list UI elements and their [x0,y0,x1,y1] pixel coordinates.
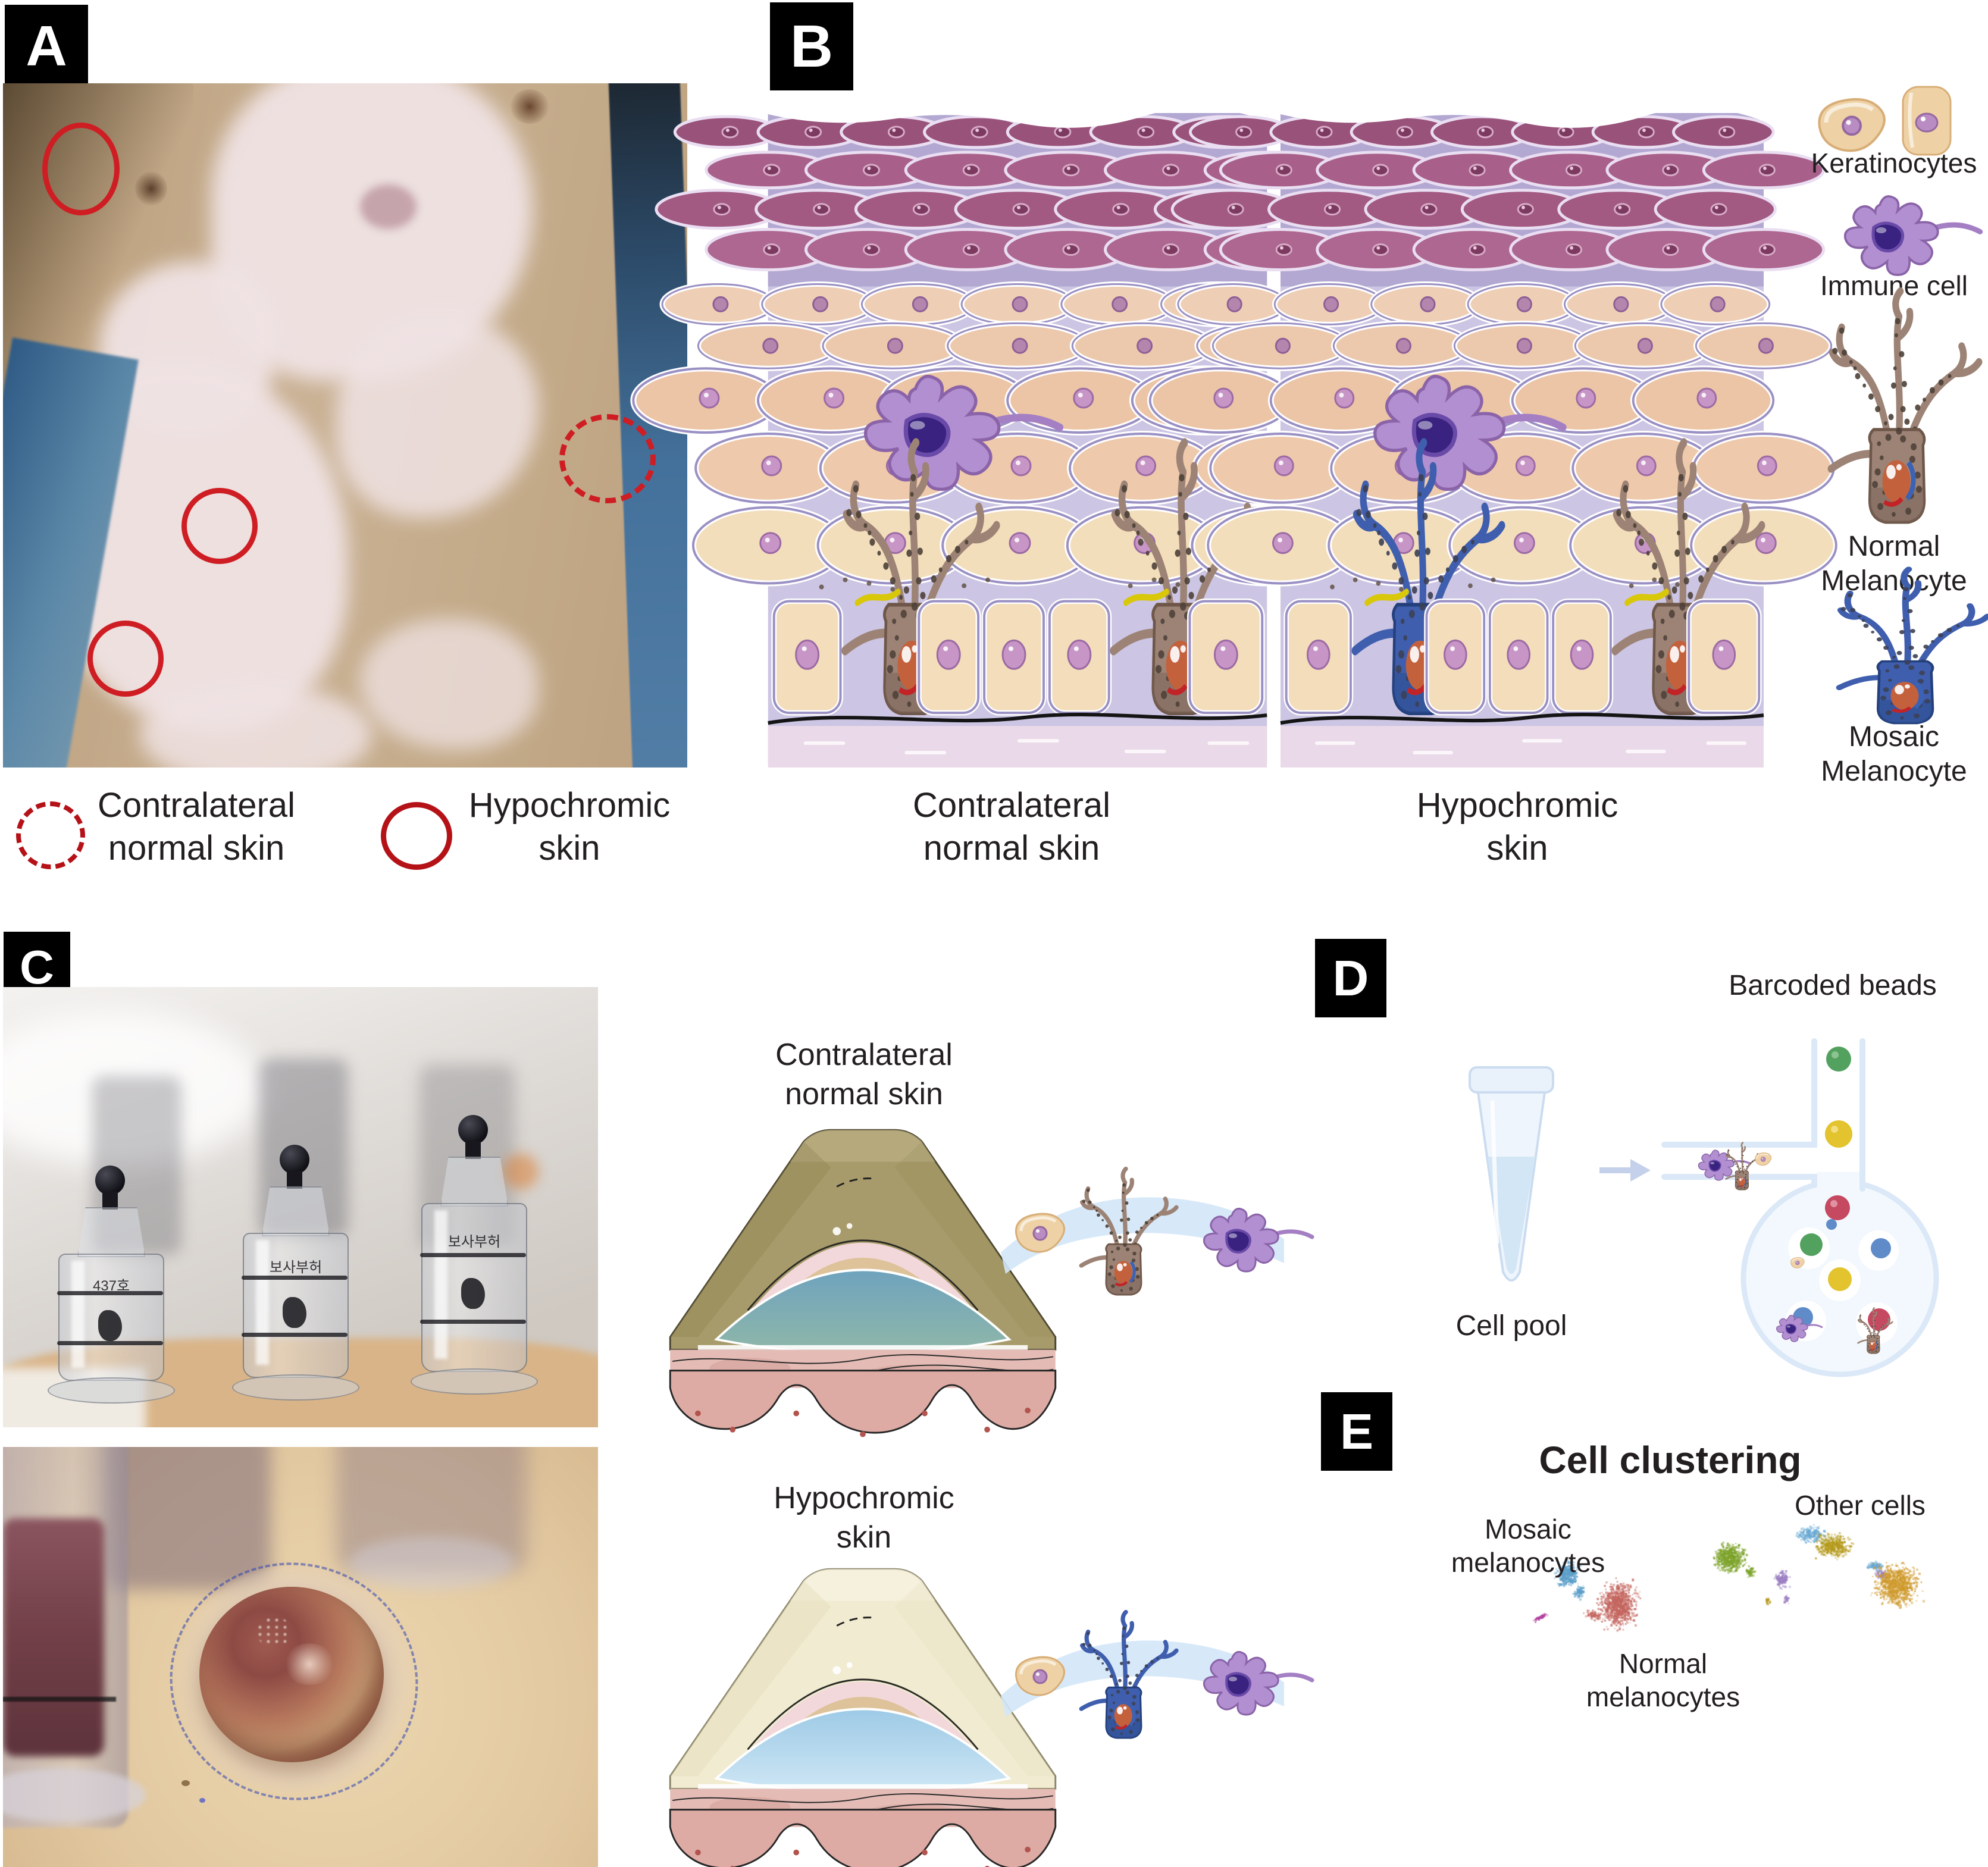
cup-knob-stem [102,1192,118,1210]
cup-band [57,1291,163,1295]
cup-logo [461,1278,485,1309]
cup-neck [77,1207,145,1257]
panel-a-label: A [5,5,88,88]
dashed-circle-icon [16,801,85,869]
cup-knob [95,1166,125,1195]
blurred-cup-rim [348,1536,515,1590]
cup-knob-stem [465,1141,481,1159]
depigmented-patch [336,315,539,518]
blister-diagram-normal [669,1129,1057,1437]
cell-clustering-title: Cell clustering [1539,1439,1802,1481]
hypochromic-circle-annotation [87,621,164,697]
released-cells-normal [1001,1166,1314,1296]
droplet-microfluidics-diagram [1469,1038,1939,1377]
legend-keratinocytes-label: Keratinocytes [1811,148,1977,178]
suction-cup: 보사부허 [399,1115,547,1395]
cluster-label-other: Other cells [1795,1490,1926,1521]
suction-device-photo: 437호 보사부허 보사부허 [3,987,598,1427]
cup-flange [3,1768,146,1822]
solid-circle-icon [381,802,452,870]
cup-flange [48,1377,175,1404]
cup-band [57,1341,163,1345]
panel-a-torso-photo [3,83,687,768]
cells-in-channel [1698,1142,1893,1354]
cup-band [420,1253,526,1257]
cup-neck [440,1157,508,1207]
contralateral-dashed-circle-annotation [559,414,656,503]
hypochromic-circle-annotation [181,488,258,564]
logo-orange-blur [503,1154,539,1189]
cup-band [420,1320,526,1324]
cloth-fold [3,1011,265,1166]
cup-knob [458,1115,488,1145]
cup-band [242,1333,347,1337]
cup-knob [280,1145,309,1174]
dome-gloss [283,1643,336,1685]
blurred-cup-top [104,1447,271,1590]
nipple-right [510,89,549,124]
nipple-left [135,171,167,206]
suction-blister-photo [3,1447,598,1867]
dome-crystal-patch [256,1617,292,1646]
ink-speck [199,1798,205,1803]
cup-band-line [3,1697,116,1702]
bruise-mark [360,184,417,229]
cup-korean-text: 보사부허 [269,1260,323,1276]
blister-diagram-hypochromic [669,1568,1057,1867]
cup-knob-stem [287,1171,302,1189]
debris-speck [181,1780,190,1786]
immune-cell-icon [1843,195,1983,276]
mosaic-melanocyte-icon [1836,566,1988,725]
suction-cup: 437호 [36,1166,184,1404]
panel-e-label: E [1321,1392,1392,1471]
depigmented-patch [360,619,539,750]
released-cells-hypochromic [1001,1609,1314,1739]
cup-flange [232,1374,359,1401]
cup-band [242,1276,347,1280]
cup-blood-content [3,1518,104,1756]
cell-pool-tube [1469,1066,1554,1282]
suction-cup: 보사부허 [220,1145,369,1401]
barcoded-beads-in-channel [1825,1047,1852,1230]
flow-arrow [1599,1159,1651,1182]
cup-korean-text: 437호 [92,1278,130,1294]
depigmented-patch [140,684,372,768]
hypochromic-circle-annotation [42,123,120,215]
cup-logo [283,1297,306,1328]
normal-melanocyte-icon [1827,287,1983,524]
cell-clustering-canvas [1517,1514,1946,1651]
skin-illustration-hypochromic [1147,106,1839,768]
panel-d-label: D [1315,939,1386,1017]
panel-b-label: B [770,2,853,90]
cup-neck [262,1186,330,1236]
cup-flange [411,1368,538,1395]
cup-korean-text: 보사부허 [447,1234,501,1250]
keratinocytes-icon [1818,86,1952,156]
barcoded-beads-label: Barcoded beads [1729,970,1937,1001]
cell-pool-label: Cell pool [1455,1310,1567,1342]
cup-logo [98,1310,122,1341]
